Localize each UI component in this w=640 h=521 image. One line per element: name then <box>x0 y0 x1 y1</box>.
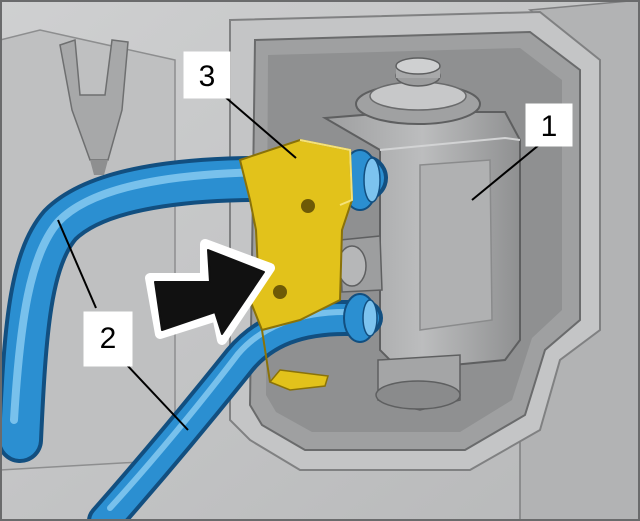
callout-1: 1 <box>525 103 573 147</box>
callout-1-label: 1 <box>541 110 558 143</box>
direction-arrow <box>145 239 275 345</box>
callout-2-label: 2 <box>100 322 117 355</box>
retaining-bracket <box>238 138 354 391</box>
callout-2: 2 <box>83 311 133 367</box>
callout-3-label: 3 <box>199 60 216 93</box>
clip-holder <box>59 38 129 161</box>
leader-lines <box>57 95 546 431</box>
clip-base <box>90 160 108 175</box>
expansion-valve <box>321 57 521 411</box>
callout-3: 3 <box>183 51 231 99</box>
